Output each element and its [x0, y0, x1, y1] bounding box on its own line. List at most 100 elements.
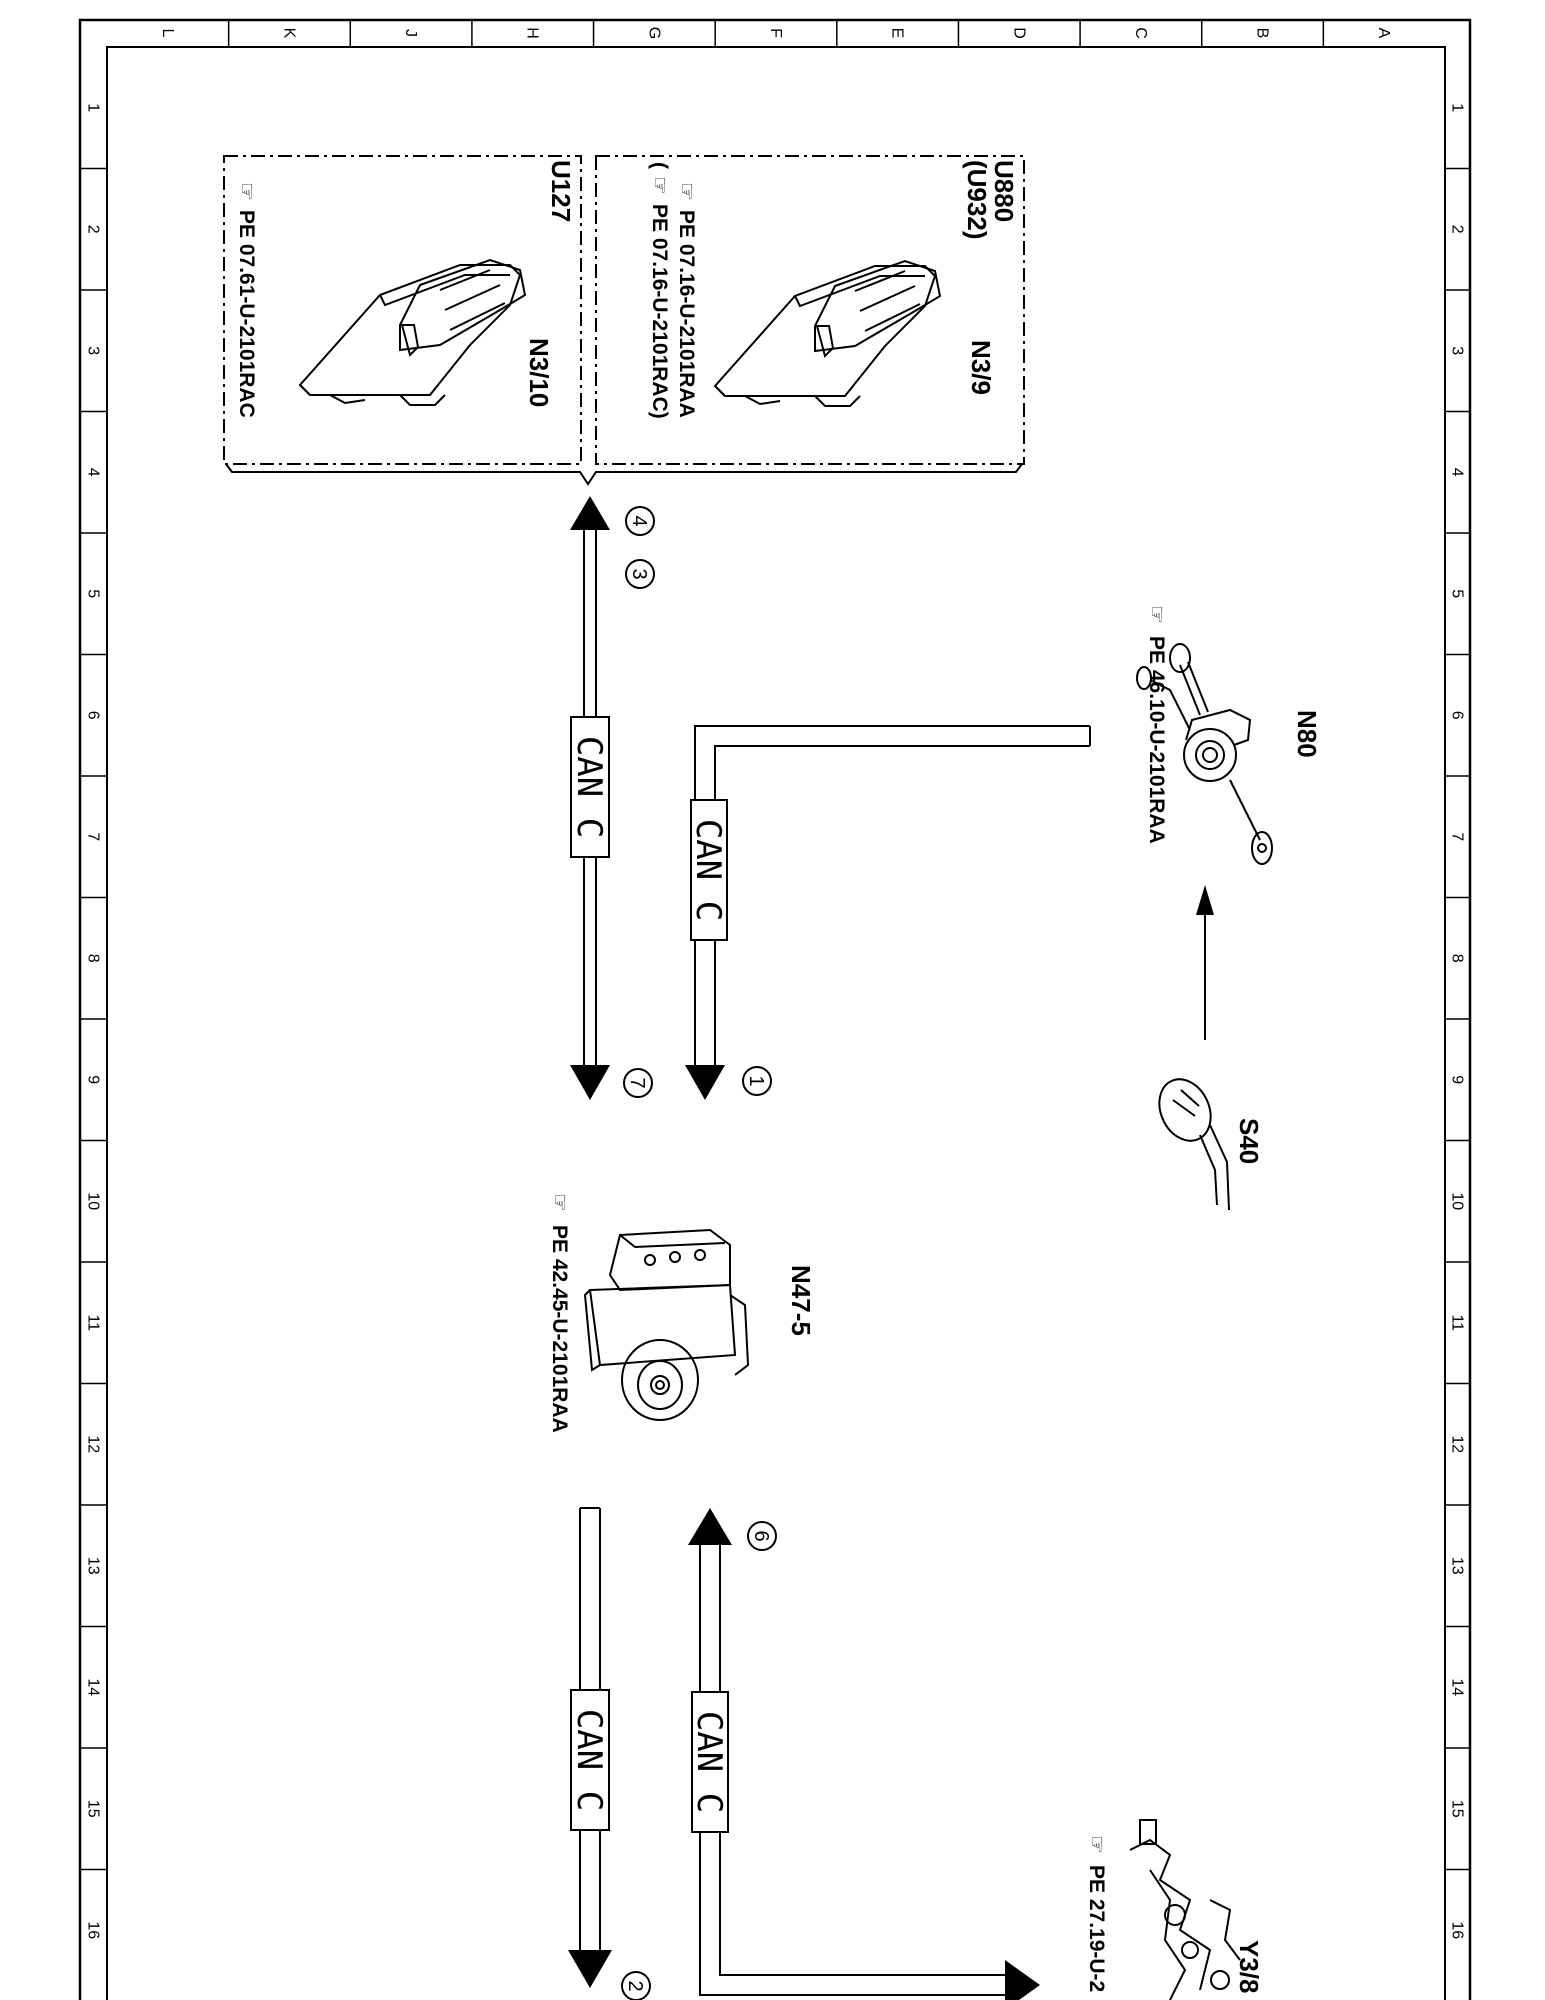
svg-text:PE 07.16-U-2101RAC): PE 07.16-U-2101RAC)	[648, 204, 671, 419]
column-label: G	[645, 27, 662, 39]
row-label-right: 16	[1449, 1921, 1466, 1939]
u880-label: U880	[989, 160, 1019, 222]
u127-label: U127	[546, 160, 576, 222]
row-label-left: 11	[85, 1314, 102, 1331]
row-label-right: 15	[1449, 1800, 1466, 1818]
can-text-1: CAN C	[569, 736, 609, 838]
n3-10-label: N3/10	[524, 338, 554, 407]
hand-pointer-icon: ☞	[235, 182, 258, 201]
row-label-right: 7	[1449, 832, 1466, 841]
row-label-left: 16	[85, 1921, 102, 1939]
row-label-right: 3	[1449, 346, 1466, 355]
s40-to-n80-arrow	[1196, 885, 1214, 1040]
s40-label: S40	[1234, 1118, 1264, 1164]
row-label-right: 5	[1449, 589, 1466, 598]
y3-8-label: Y3/8	[1234, 1940, 1264, 1994]
row-label-right: 6	[1449, 711, 1466, 720]
s40-lever-icon	[1158, 1078, 1230, 1211]
y3-8-valve-body-icon	[1129, 1819, 1241, 2000]
svg-text:PE 07.16-U-2101RAA: PE 07.16-U-2101RAA	[675, 210, 698, 418]
row-label-left: 13	[85, 1557, 102, 1575]
row-label-left: 9	[85, 1075, 102, 1084]
marker-6: 6	[747, 1521, 777, 1551]
row-label-left: 8	[85, 954, 102, 963]
n80-label: N80	[1292, 710, 1322, 758]
n3-10-control-unit-icon	[298, 258, 527, 406]
inner-frame	[106, 46, 1446, 2000]
row-label-left: 10	[85, 1192, 102, 1210]
row-label-right: 11	[1449, 1314, 1466, 1331]
row-label-left: 15	[85, 1800, 102, 1818]
n3-9-control-unit-icon	[713, 259, 942, 407]
n47-5-label: N47-5	[786, 1265, 816, 1336]
row-label-right: 14	[1449, 1678, 1466, 1696]
row-label-left: 14	[85, 1678, 102, 1696]
column-label: H	[524, 27, 541, 39]
marker-2: 2	[621, 1971, 651, 2000]
can-label-2: CAN C	[688, 799, 728, 941]
u127-box	[223, 155, 582, 465]
u932-label: (U932)	[962, 160, 992, 239]
row-label-right: 13	[1449, 1557, 1466, 1575]
svg-text:1: 1	[745, 1075, 767, 1086]
bus-line-n80	[685, 725, 1091, 1100]
svg-text:PE 27.19-U-2: PE 27.19-U-2	[1085, 1865, 1108, 1992]
n3-10-ref: ☞ PE 07.61-U-2101RAC	[235, 182, 258, 418]
outer-frame	[78, 18, 1472, 2000]
column-label: J	[402, 29, 419, 37]
row-label-left: 5	[85, 589, 102, 598]
y3-8-ref: ☞ PE 27.19-U-2	[1085, 1835, 1108, 1992]
bus-line-u127-n47	[570, 496, 610, 1100]
row-label-right: 4	[1449, 468, 1466, 477]
can-text-4: CAN C	[689, 1711, 729, 1813]
marker-1: 1	[742, 1066, 772, 1096]
n80-ref: ☞ PE 46.10-U-2101RAA	[1145, 605, 1168, 844]
row-label-right: 8	[1449, 954, 1466, 963]
marker-4: 4	[625, 506, 655, 536]
svg-text:PE 07.61-U-2101RAC: PE 07.61-U-2101RAC	[235, 210, 258, 418]
column-label: C	[1132, 27, 1149, 39]
column-label: L	[159, 29, 176, 38]
can-label-3: CAN C	[569, 1689, 610, 1831]
marker-3: 3	[625, 559, 655, 589]
hand-pointer-icon: ☞	[1145, 605, 1168, 624]
column-label: D	[1010, 27, 1027, 39]
svg-text:4: 4	[628, 515, 650, 526]
svg-text:3: 3	[628, 568, 650, 579]
can-text-3: CAN C	[569, 1709, 609, 1811]
row-label-left: 3	[85, 346, 102, 355]
row-label-right: 12	[1449, 1435, 1466, 1453]
hand-pointer-icon: ☞	[548, 1193, 571, 1212]
svg-text:6: 6	[750, 1530, 772, 1541]
svg-text:(: (	[648, 162, 671, 169]
svg-text:PE 42.45-U-2101RAA: PE 42.45-U-2101RAA	[548, 1225, 571, 1433]
column-label: B	[1254, 28, 1271, 39]
svg-text:2: 2	[624, 1980, 646, 1991]
n47-5-esp-unit-icon	[583, 1228, 750, 1421]
column-label: A	[1375, 28, 1392, 39]
row-label-right: 2	[1449, 225, 1466, 234]
can-text-2: CAN C	[688, 819, 728, 921]
row-label-left: 6	[85, 711, 102, 720]
hand-pointer-icon: ☞	[1085, 1835, 1108, 1854]
n3-9-ref: ☞ PE 07.16-U-2101RAA ( ☞ PE 07.16-U-2101…	[648, 162, 698, 419]
svg-text:PE 46.10-U-2101RAA: PE 46.10-U-2101RAA	[1145, 636, 1168, 844]
column-label: K	[280, 28, 297, 39]
n47-5-ref: ☞ PE 42.45-U-2101RAA	[548, 1193, 571, 1433]
hand-pointer-icon: ☞	[675, 182, 698, 201]
n80-switch-module-icon	[1136, 643, 1273, 865]
row-label-right: 9	[1449, 1075, 1466, 1084]
row-label-right: 1	[1449, 103, 1466, 112]
row-label-left: 1	[85, 103, 102, 112]
can-label-1: CAN C	[569, 716, 610, 858]
hand-pointer-icon: ☞	[648, 176, 671, 195]
row-label-left: 2	[85, 225, 102, 234]
can-label-4: CAN C	[689, 1691, 729, 1833]
bus-line-y3-8	[688, 1508, 1040, 2000]
marker-7: 7	[623, 1068, 653, 1098]
row-label-left: 12	[85, 1435, 102, 1453]
column-label: E	[889, 28, 906, 39]
